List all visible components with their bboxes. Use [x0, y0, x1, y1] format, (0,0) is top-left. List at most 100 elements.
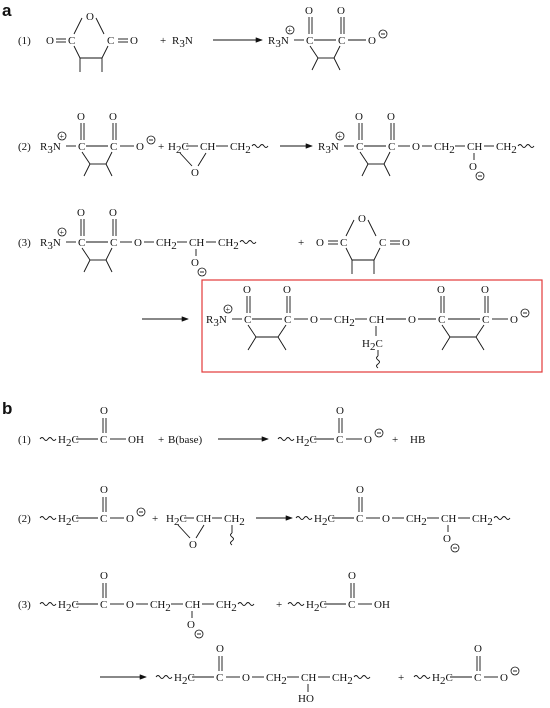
svg-text:C: C — [306, 35, 313, 47]
svg-text:H2C: H2C — [58, 599, 79, 614]
svg-text:CH2: CH2 — [406, 513, 427, 528]
svg-text:R3N: R3N — [40, 237, 61, 252]
b3-acid: H2C C O OH — [287, 570, 390, 614]
svg-text:C: C — [438, 314, 445, 326]
svg-text:O: O — [412, 141, 420, 153]
svg-text:C: C — [356, 513, 363, 525]
a3-anhydride: O C C O O — [316, 213, 410, 274]
svg-text:H2C: H2C — [58, 513, 79, 528]
svg-text:H2C: H2C — [174, 672, 195, 687]
svg-text:O: O — [189, 539, 197, 551]
svg-text:O: O — [382, 513, 390, 525]
a2-epoxide: H2C CH CH2 O — [168, 141, 269, 179]
svg-text:C: C — [110, 141, 117, 153]
svg-text:CH: CH — [185, 599, 200, 611]
b1-acid: H2C C O OH — [39, 405, 144, 449]
b3-byproduct: H2C C O O — [413, 643, 520, 687]
svg-text:H2C: H2C — [306, 599, 327, 614]
svg-text:H2C: H2C — [314, 513, 335, 528]
svg-text:R3N: R3N — [268, 35, 289, 50]
b2-product: H2C C O O CH2 CH CH2 O — [295, 484, 511, 553]
svg-text:O: O — [305, 5, 313, 17]
svg-text:O: O — [46, 35, 54, 47]
svg-text:O: O — [336, 405, 344, 417]
svg-text:R3N: R3N — [172, 35, 193, 50]
svg-text:O: O — [100, 405, 108, 417]
b1-number: (1) — [18, 434, 31, 446]
b3-reactant: H2C C O O CH2 CH CH2 O — [39, 570, 255, 639]
svg-text:O: O — [242, 672, 250, 684]
svg-text:C: C — [78, 237, 85, 249]
svg-text:CH2: CH2 — [156, 237, 177, 252]
svg-text:R3N: R3N — [40, 141, 61, 156]
svg-text:C: C — [68, 35, 75, 47]
b3-plus2: + — [398, 672, 404, 684]
svg-text:C: C — [107, 35, 114, 47]
svg-text:HO: HO — [298, 693, 314, 705]
svg-text:O: O — [109, 207, 117, 219]
a1-number: (1) — [18, 35, 31, 47]
b2-plus: + — [152, 513, 158, 525]
svg-text:CH: CH — [196, 513, 211, 525]
svg-text:O: O — [443, 533, 451, 545]
svg-text:O: O — [408, 314, 416, 326]
svg-text:C: C — [482, 314, 489, 326]
b3-plus: + — [276, 599, 282, 611]
svg-text:O: O — [500, 672, 508, 684]
svg-text:C: C — [338, 35, 345, 47]
svg-text:C: C — [284, 314, 291, 326]
svg-text:CH2: CH2 — [218, 237, 239, 252]
svg-text:O: O — [77, 111, 85, 123]
svg-text:O: O — [134, 237, 142, 249]
a1-anhydride: O C C O O — [46, 11, 138, 72]
svg-text:O: O — [86, 11, 94, 23]
svg-text:CH2: CH2 — [434, 141, 455, 156]
svg-text:CH: CH — [200, 141, 215, 153]
svg-text:CH2: CH2 — [230, 141, 251, 156]
svg-text:O: O — [316, 237, 324, 249]
svg-text:O: O — [474, 643, 482, 655]
svg-text:C: C — [244, 314, 251, 326]
svg-text:O: O — [187, 619, 195, 631]
svg-text:O: O — [358, 213, 366, 225]
b1-plus2: + — [392, 434, 398, 446]
b2-epoxide: H2C CH CH2 O — [166, 513, 245, 551]
svg-text:CH: CH — [441, 513, 456, 525]
svg-text:O: O — [364, 434, 372, 446]
panel-a-label: a — [2, 1, 12, 20]
svg-text:O: O — [191, 257, 199, 269]
svg-text:CH: CH — [467, 141, 482, 153]
svg-text:O: O — [283, 284, 291, 296]
svg-text:CH: CH — [369, 314, 384, 326]
svg-text:CH2: CH2 — [150, 599, 171, 614]
b1-plus: + — [158, 434, 164, 446]
svg-text:O: O — [243, 284, 251, 296]
a1-plus: + — [160, 35, 166, 47]
svg-text:O: O — [355, 111, 363, 123]
svg-text:O: O — [126, 599, 134, 611]
svg-text:H2C: H2C — [166, 513, 187, 528]
svg-text:O: O — [216, 643, 224, 655]
a3-plus: + — [298, 237, 304, 249]
a2-product: R3N + C O C O O CH2 CH CH2 O — [318, 111, 535, 181]
svg-text:C: C — [100, 599, 107, 611]
svg-text:CH2: CH2 — [334, 314, 355, 329]
svg-text:+: + — [226, 305, 231, 314]
svg-text:C: C — [100, 513, 107, 525]
svg-text:O: O — [510, 314, 518, 326]
svg-text:C: C — [336, 434, 343, 446]
svg-text:R3N: R3N — [206, 314, 227, 329]
svg-text:CH2: CH2 — [266, 672, 287, 687]
svg-text:O: O — [356, 484, 364, 496]
svg-text:C: C — [216, 672, 223, 684]
svg-text:C: C — [110, 237, 117, 249]
b3-product: H2C C O O CH2 CH CH2 HO — [155, 643, 371, 705]
svg-text:H2C: H2C — [362, 338, 383, 353]
svg-text:O: O — [402, 237, 410, 249]
b1-base: B(base) — [168, 434, 203, 446]
svg-text:O: O — [310, 314, 318, 326]
svg-text:CH: CH — [301, 672, 316, 684]
panel-b-label: b — [2, 399, 12, 418]
svg-text:O: O — [100, 484, 108, 496]
